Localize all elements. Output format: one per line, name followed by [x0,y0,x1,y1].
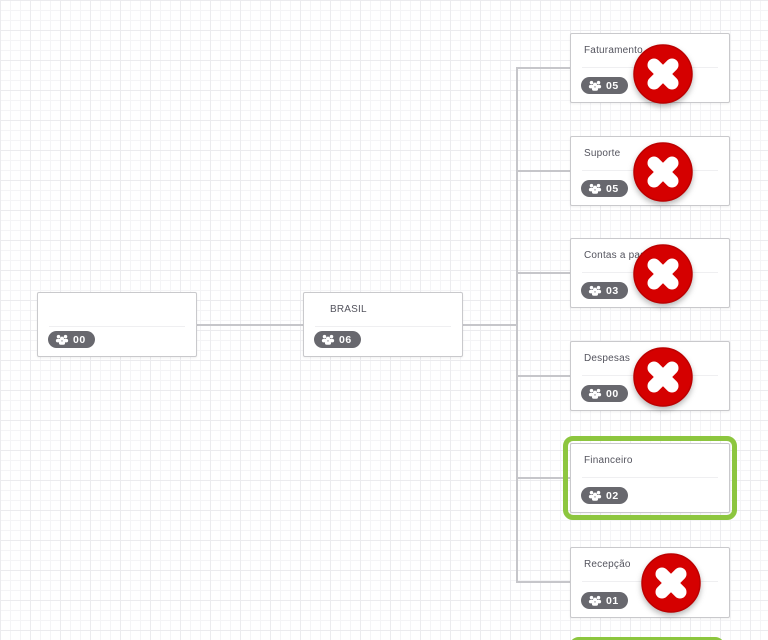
members-count-badge: 00 [581,385,628,402]
users-group-icon [588,80,602,91]
node-divider [49,326,185,327]
members-count: 01 [606,594,619,607]
node-title: BRASIL [330,304,367,315]
connector-root-to-brasil [197,324,303,326]
members-count-badge: 06 [314,331,361,348]
connector-trunk [516,67,518,583]
users-group-icon [55,334,69,345]
members-count-badge: 01 [581,592,628,609]
members-count: 00 [73,333,86,346]
members-count-badge: 05 [581,77,628,94]
delete-node-button[interactable] [633,44,693,104]
connector-branch-recepcao [516,581,570,583]
org-node-financeiro[interactable]: Financeiro 02 [563,436,737,520]
members-count: 03 [606,284,619,297]
connector-branch-suporte [516,170,570,172]
members-count-badge: 03 [581,282,628,299]
org-node-contas-a-pagar[interactable]: Contas a pagar 03 [570,238,730,308]
org-node-despesas[interactable]: Despesas 00 [570,341,730,411]
users-group-icon [588,183,602,194]
users-group-icon [588,388,602,399]
members-count-badge: 00 [48,331,95,348]
org-node-recepcao[interactable]: Recepção 01 [570,547,730,618]
connector-branch-financeiro [516,477,570,479]
users-group-icon [588,285,602,296]
connector-branch-contas [516,272,570,274]
org-node-faturamento[interactable]: Faturamento 05 [570,33,730,104]
x-cross-icon [633,244,693,304]
users-group-icon [321,334,335,345]
users-group-icon [588,595,602,606]
delete-node-button[interactable] [633,244,693,304]
x-cross-icon [633,347,693,407]
users-group-icon [588,490,602,501]
members-count: 06 [339,333,352,346]
members-count: 00 [606,387,619,400]
connector-branch-despesas [516,375,570,377]
delete-node-button[interactable] [633,142,693,202]
node-title: Financeiro [584,455,633,466]
members-count-badge: 02 [581,487,628,504]
x-cross-icon [641,553,701,613]
x-cross-icon [633,44,693,104]
members-count: 05 [606,182,619,195]
delete-node-button[interactable] [633,347,693,407]
org-node-brasil[interactable]: BRASIL 06 [303,292,463,357]
members-count: 05 [606,79,619,92]
connector-brasil-to-trunk [463,324,517,326]
node-divider [315,326,451,327]
connector-branch-faturamento [516,67,570,69]
members-count: 02 [606,489,619,502]
org-node-suporte[interactable]: Suporte 05 [570,136,730,206]
node-divider [582,477,718,478]
org-node-root[interactable]: 00 [37,292,197,357]
delete-node-button[interactable] [641,553,701,613]
members-count-badge: 05 [581,180,628,197]
x-cross-icon [633,142,693,202]
